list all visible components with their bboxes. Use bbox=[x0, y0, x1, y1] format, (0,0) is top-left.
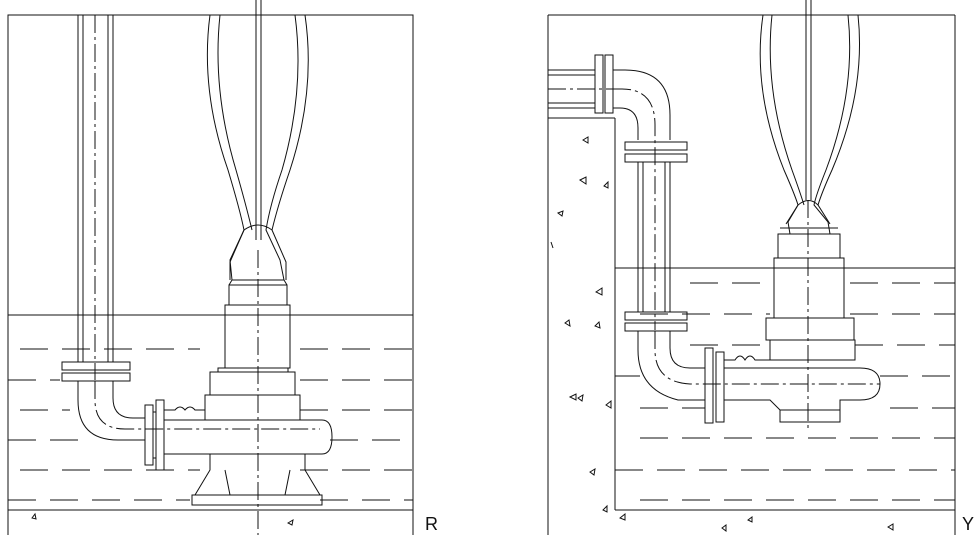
tank-outline-r bbox=[8, 15, 413, 510]
panel-r-drawing bbox=[8, 0, 413, 535]
pump-flange-r bbox=[145, 400, 205, 470]
wall-pipe-y bbox=[548, 55, 880, 400]
water-dashes-y bbox=[615, 283, 955, 500]
wall-aggregate-y bbox=[551, 137, 893, 531]
pump-r bbox=[164, 0, 332, 535]
panel-label-y: Y bbox=[962, 514, 975, 534]
floor-aggregate-r bbox=[32, 514, 293, 525]
panel-y-drawing bbox=[548, 0, 955, 535]
water-dashes-r bbox=[8, 349, 413, 500]
discharge-pipe-r bbox=[62, 15, 320, 440]
pump-flange-y bbox=[705, 348, 770, 423]
panel-label-r: R bbox=[425, 514, 438, 534]
pump-y bbox=[724, 0, 880, 430]
